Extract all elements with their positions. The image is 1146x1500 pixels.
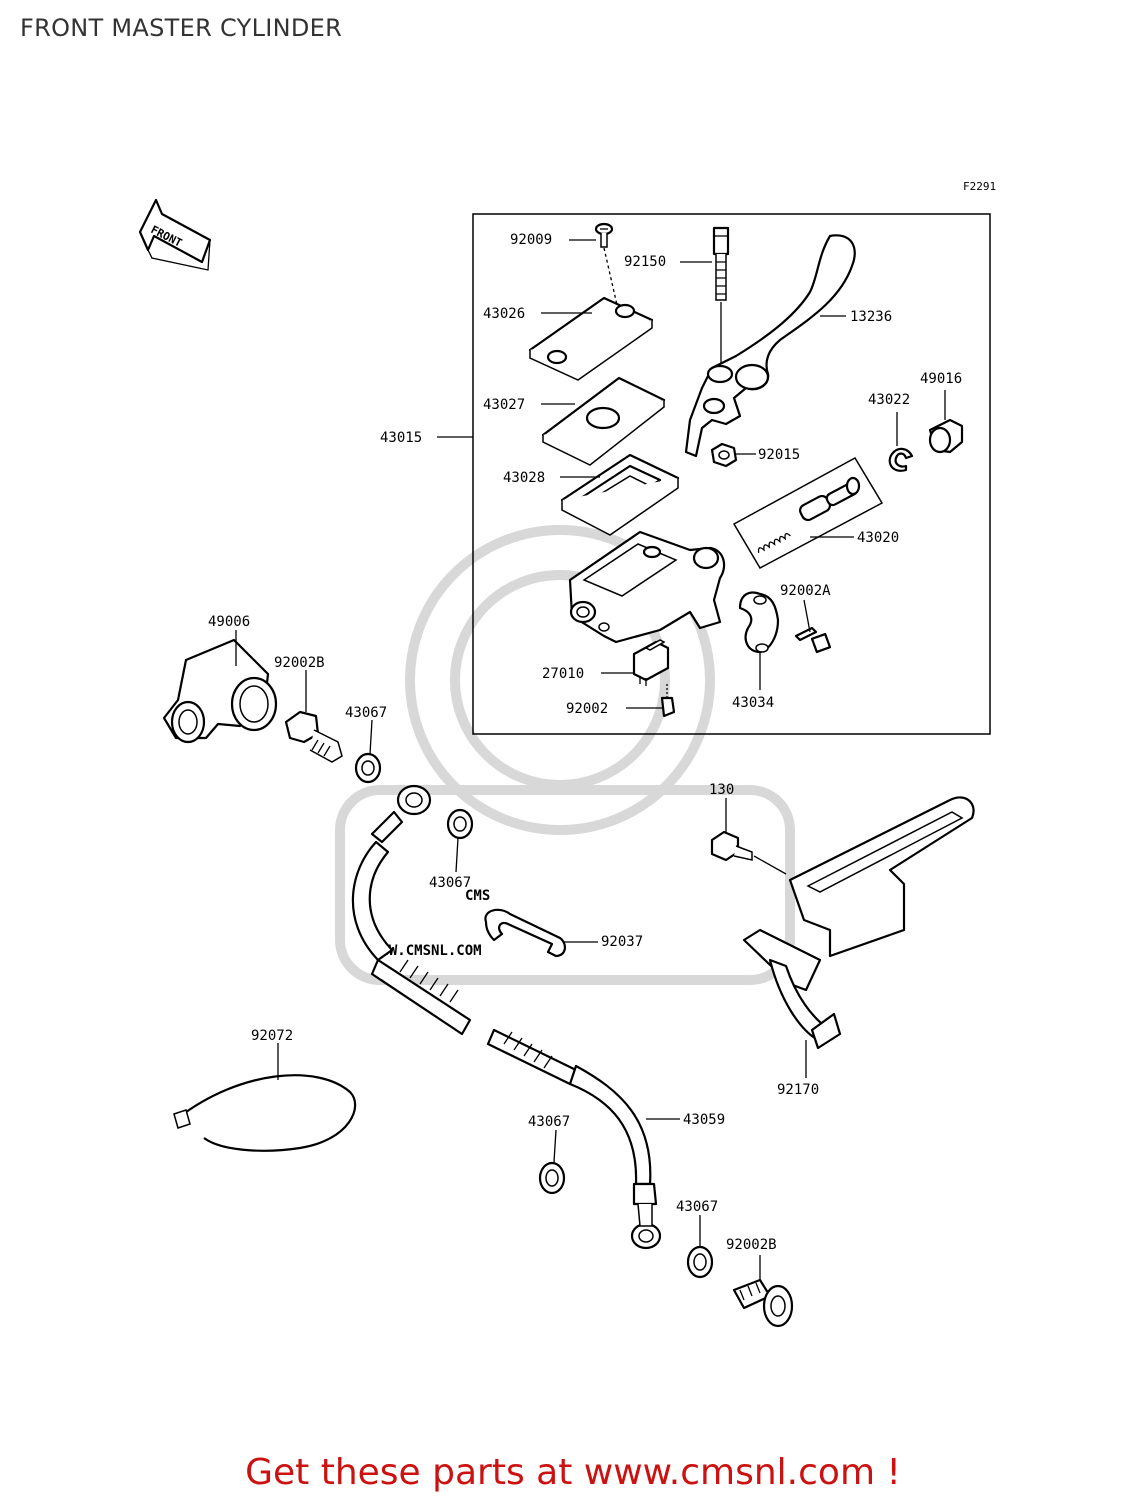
parts-diagram: CMS WWW.CMSNL.COM FRONT F2291 <box>138 180 996 1328</box>
front-arrow-icon: FRONT <box>138 198 212 271</box>
part-92170-holder <box>742 796 975 1050</box>
watermark-url: WWW.CMSNL.COM <box>372 943 482 959</box>
callout-43067-a: 43067 <box>345 705 387 721</box>
callout-92009: 92009 <box>510 232 552 248</box>
callout-43027: 43027 <box>483 397 525 413</box>
part-49016-boot <box>928 418 964 454</box>
part-92072-cable-tie <box>173 1074 357 1152</box>
callout-92072: 92072 <box>251 1028 293 1044</box>
part-43059-brake-hose <box>351 784 662 1250</box>
part-43027-plate <box>541 376 666 466</box>
callout-92170: 92170 <box>777 1082 819 1098</box>
part-43067-washer-a <box>354 752 382 784</box>
assembly-43015-frame <box>472 213 991 735</box>
part-43067-washer-d <box>686 1245 714 1279</box>
callout-43067-b: 43067 <box>429 875 471 891</box>
callout-43015: 43015 <box>380 430 422 446</box>
part-92009-screw <box>594 222 621 319</box>
page-title: FRONT MASTER CYLINDER <box>20 14 343 42</box>
callout-92037: 92037 <box>601 934 643 950</box>
callout-43067-d: 43067 <box>676 1199 718 1215</box>
part-43067-washer-b <box>446 808 474 840</box>
callout-43034: 43034 <box>732 695 774 711</box>
footer-link[interactable]: Get these parts at www.cmsnl.com ! <box>245 1452 901 1493</box>
part-92037-clip <box>484 908 566 958</box>
callout-49006: 49006 <box>208 614 250 630</box>
callout-43022: 43022 <box>868 392 910 408</box>
callout-43059: 43059 <box>683 1112 725 1128</box>
callout-43067-c: 43067 <box>528 1114 570 1130</box>
part-43028-diaphragm <box>560 453 680 536</box>
callout-43026: 43026 <box>483 306 525 322</box>
callouts: 92009 92150 13236 43026 43027 43015 4302… <box>208 232 962 1253</box>
part-49006-joint <box>162 638 278 744</box>
part-92150-bolt <box>712 226 730 368</box>
watermark-brand: CMS <box>465 888 490 904</box>
callout-49016: 49016 <box>920 371 962 387</box>
callout-92015: 92015 <box>758 447 800 463</box>
callout-130: 130 <box>709 782 734 798</box>
part-13236-lever <box>684 234 856 458</box>
part-92002-screw <box>660 684 676 718</box>
leader-lines <box>235 239 946 1280</box>
callout-43020: 43020 <box>857 530 899 546</box>
master-cylinder-body <box>568 530 726 644</box>
part-27010-switch <box>632 639 670 686</box>
part-43026-cap <box>528 296 654 381</box>
callout-43028: 43028 <box>503 470 545 486</box>
callout-13236: 13236 <box>850 309 892 325</box>
callout-27010: 27010 <box>542 666 584 682</box>
callout-92002: 92002 <box>566 701 608 717</box>
callout-92002A: 92002A <box>780 583 831 599</box>
part-92002A-bolt <box>794 626 832 654</box>
part-43034-clamp <box>738 591 780 654</box>
callout-92002B-upper: 92002B <box>274 655 325 671</box>
part-43020-piston-kit <box>732 456 884 569</box>
part-130-bolt <box>710 830 753 862</box>
part-43067-washer-c <box>538 1161 566 1195</box>
part-92002B-banjo-bolt-lower <box>732 1278 794 1328</box>
diagram-code: F2291 <box>963 180 996 193</box>
watermark: CMS WWW.CMSNL.COM <box>335 525 795 985</box>
part-92015-nut <box>710 442 738 468</box>
part-43022-circlip <box>888 447 914 472</box>
part-92002B-banjo-bolt-upper <box>284 710 343 763</box>
callout-92002B-lower: 92002B <box>726 1237 777 1253</box>
callout-92150: 92150 <box>624 254 666 270</box>
